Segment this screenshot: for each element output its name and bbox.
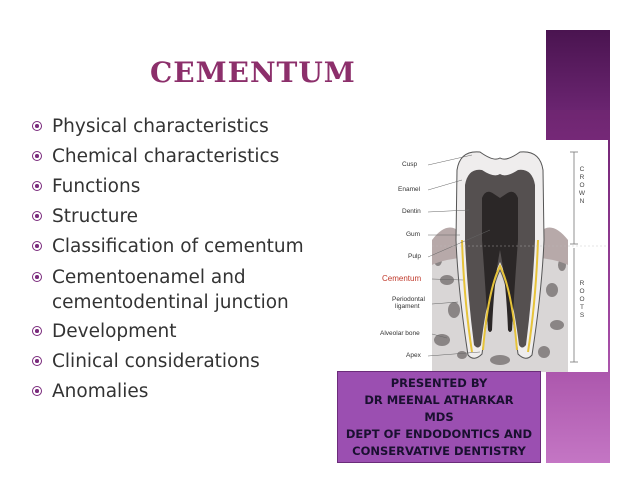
- label-periodontal-line1: Periodontal: [392, 296, 425, 303]
- crown-vertical-label: CROWN: [578, 166, 586, 205]
- label-cementum: Cementum: [382, 274, 422, 283]
- label-periodontal-ligament: Periodontal ligament: [392, 296, 425, 310]
- circle-bullet-icon: [32, 241, 42, 251]
- presenter-info-box: PRESENTED BY DR MEENAL ATHARKAR MDS DEPT…: [337, 371, 541, 463]
- list-item: Structure: [32, 202, 332, 232]
- topic-label: Physical characteristics: [52, 116, 269, 137]
- topic-label: Structure: [52, 206, 139, 227]
- list-item: Classification of cementum: [32, 232, 332, 262]
- list-item: Chemical characteristics: [32, 142, 332, 172]
- topic-label-line1: Cementoenamel and: [52, 267, 246, 288]
- circle-bullet-icon: [32, 326, 42, 336]
- circle-bullet-icon: [32, 211, 42, 221]
- roots-vertical-label: ROOTS: [579, 280, 585, 319]
- topic-label: Chemical characteristics: [52, 146, 280, 167]
- list-item: Development: [32, 317, 332, 347]
- circle-bullet-icon: [32, 181, 42, 191]
- presenter-name: DR MEENAL ATHARKAR: [364, 393, 514, 407]
- label-apex: Apex: [406, 352, 421, 359]
- topic-label-line2: cementodentinal junction: [52, 292, 289, 313]
- circle-bullet-icon: [32, 121, 42, 131]
- label-enamel: Enamel: [398, 186, 421, 193]
- presenter-department-line1: DEPT OF ENDODONTICS AND: [345, 427, 533, 441]
- presenter-heading: PRESENTED BY: [390, 376, 488, 390]
- circle-bullet-icon: [32, 356, 42, 366]
- topic-label: Anomalies: [52, 381, 149, 402]
- topic-label: Functions: [52, 176, 141, 197]
- presenter-department-line2: CONSERVATIVE DENTISTRY: [352, 444, 526, 458]
- circle-bullet-icon: [32, 386, 42, 396]
- side-panel-top-band: [546, 30, 610, 110]
- tooth-anatomy-diagram: Cusp Enamel Dentin Gum Pulp Cementum Per…: [372, 140, 608, 372]
- list-item: Clinical considerations: [32, 347, 332, 377]
- topic-label: Clinical considerations: [52, 351, 260, 372]
- list-item: Physical characteristics: [32, 112, 332, 142]
- label-cusp: Cusp: [402, 161, 418, 168]
- topic-label: Classification of cementum: [52, 236, 304, 257]
- label-periodontal-line2: ligament: [395, 303, 420, 310]
- presenter-degree: MDS: [424, 410, 454, 424]
- tooth-illustration: [427, 151, 608, 372]
- label-gum: Gum: [406, 231, 421, 238]
- slide-title: Cementum: [150, 56, 356, 89]
- topic-label: Development: [52, 321, 177, 342]
- list-item: Functions: [32, 172, 332, 202]
- circle-bullet-icon: [32, 151, 42, 161]
- label-dentin: Dentin: [402, 208, 421, 215]
- list-item: Anomalies: [32, 377, 332, 407]
- label-pulp: Pulp: [408, 253, 422, 260]
- circle-bullet-icon: [32, 272, 42, 282]
- topic-list: Physical characteristics Chemical charac…: [32, 112, 332, 407]
- list-item: Cementoenamel and cementodentinal junctio…: [32, 262, 332, 317]
- label-alveolar-bone: Alveolar bone: [380, 330, 420, 337]
